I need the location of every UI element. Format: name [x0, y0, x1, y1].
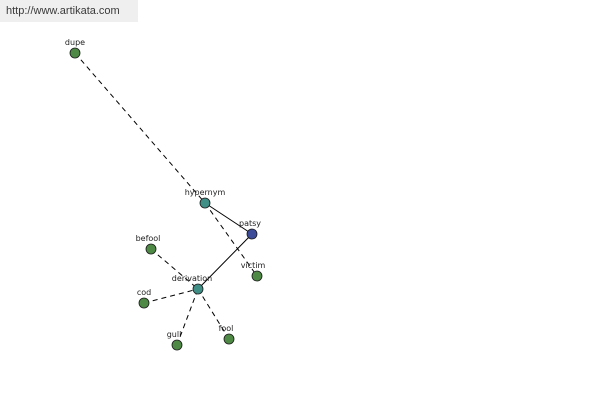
node-fool-marker[interactable]	[223, 333, 235, 345]
node-befool-label: befool	[136, 234, 161, 243]
url-banner[interactable]: http://www.artikata.com	[0, 0, 138, 22]
node-dupe[interactable]: dupe	[65, 38, 85, 59]
node-hypernym-marker[interactable]	[199, 197, 211, 209]
node-befool[interactable]: befool	[136, 234, 161, 255]
node-cod[interactable]: cod	[137, 288, 151, 309]
node-gull-label: gull	[167, 330, 182, 339]
node-derivation-marker[interactable]	[192, 283, 204, 295]
nodes-layer: dupe hypernym patsy victim befool derivation c…	[65, 38, 266, 351]
edge-befool-derivation	[150, 248, 199, 290]
node-fool-label: fool	[219, 324, 234, 333]
node-derivation-label: derivation	[172, 274, 212, 283]
edge-fool-derivation	[197, 288, 230, 340]
edge-cod-derivation	[143, 288, 199, 304]
node-hypernym-label: hypernym	[185, 188, 226, 197]
node-victim-label: victim	[241, 261, 266, 270]
node-victim[interactable]: victim	[241, 261, 266, 282]
node-dupe-marker[interactable]	[69, 47, 81, 59]
node-gull[interactable]: gull	[167, 330, 183, 351]
node-dupe-label: dupe	[65, 38, 85, 47]
edge-gull-derivation	[176, 288, 199, 346]
node-derivation[interactable]: derivation	[172, 274, 212, 295]
node-victim-marker[interactable]	[251, 270, 263, 282]
node-gull-marker[interactable]	[171, 339, 183, 351]
node-patsy[interactable]: patsy	[239, 219, 261, 240]
node-cod-marker[interactable]	[138, 297, 150, 309]
edge-patsy-derivation	[197, 233, 253, 290]
edge-hypernym-patsy	[204, 202, 253, 235]
node-fool[interactable]: fool	[219, 324, 235, 345]
edges-layer	[74, 52, 258, 346]
node-patsy-label: patsy	[239, 219, 261, 228]
node-befool-marker[interactable]	[145, 243, 157, 255]
node-patsy-marker[interactable]	[246, 228, 258, 240]
node-cod-label: cod	[137, 288, 151, 297]
node-hypernym[interactable]: hypernym	[185, 188, 226, 209]
edge-dupe-hypernym	[74, 52, 206, 204]
edge-hypernym-victim	[204, 202, 258, 277]
